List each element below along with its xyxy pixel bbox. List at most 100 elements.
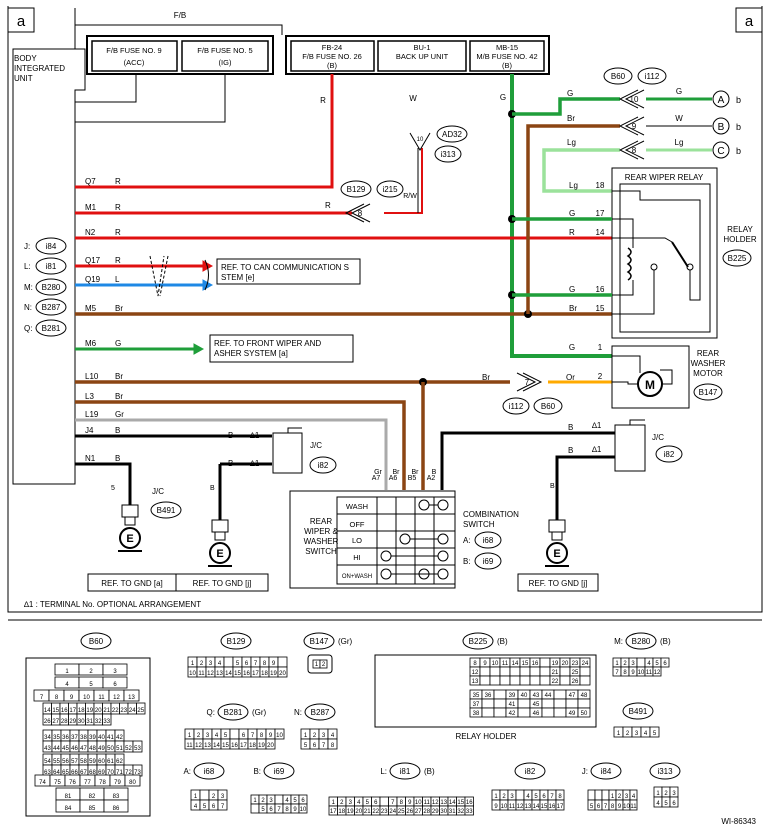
connector-cavity-number: 8 [55, 695, 59, 701]
tag-i313 [434, 145, 462, 163]
connector-cavity-number: 3 [221, 794, 225, 800]
connector-cavity-number: 9 [293, 807, 297, 813]
switch-position-label: LO [352, 536, 362, 545]
terminal-mark: ∆1 [592, 421, 602, 430]
relay-pin-number: 16 [596, 285, 605, 294]
connector-cavity-number: 44 [545, 693, 552, 699]
connector-cavity-number: 41 [509, 702, 516, 708]
fb5-feed [75, 74, 226, 123]
jc-label: J/C [652, 433, 664, 442]
connector-cavity [660, 657, 670, 668]
connector-cavity-number: 18 [261, 671, 268, 677]
corner-label-right: a [745, 13, 754, 30]
connector-cavity [136, 702, 146, 715]
connector-cavity-number: 46 [533, 711, 540, 717]
fuse-box [181, 40, 269, 72]
connector-cavity-number: 19 [258, 743, 265, 749]
connector-cavity [539, 675, 551, 686]
connector-cavity-number: 22 [372, 809, 379, 815]
coupler-8: 8 [344, 203, 371, 223]
tag-ad32-label: AD32 [442, 130, 463, 139]
coupler-inner [344, 203, 365, 223]
connector-cavity-number: 14 [512, 661, 519, 667]
connector-title-B287-prefix: N: [294, 708, 302, 717]
connector-cavity [555, 799, 565, 811]
tag-i112-top-label: i112 [645, 72, 660, 81]
connector-cavity-number: 17 [330, 809, 337, 815]
connector-cavity-number: 1 [191, 661, 195, 667]
connector-cavity-number: 61 [107, 759, 114, 765]
connector-cavity-number: 22 [112, 708, 119, 714]
connector-cavity-number: 25 [398, 809, 405, 815]
connector-cavity [298, 803, 308, 814]
connector-cavity-number: 2 [626, 731, 630, 737]
tag-b147 [693, 383, 723, 401]
connector-cavity-number: 1 [332, 800, 336, 806]
connector-cavity [529, 675, 541, 686]
ground-right-ground-icon [546, 542, 568, 564]
fuse-label: (B) [327, 61, 338, 70]
motor-int [612, 355, 641, 373]
connector-cavity-number: 41 [107, 735, 114, 741]
connector-cavity-number: 5 [261, 807, 265, 813]
pin-number: B [210, 485, 215, 492]
connector-cavity-number: 38 [80, 735, 87, 741]
ground-mid-ground-icon [209, 542, 231, 564]
connector-cavity-number: 5 [366, 800, 370, 806]
wire-color-label: Gr [374, 469, 382, 476]
wire-color-label: W [409, 94, 417, 103]
connector-cavity-number: 9 [631, 670, 635, 676]
ref-gnd-box [87, 573, 269, 592]
wire-color-label: G [569, 343, 575, 352]
connector-cavity [636, 657, 646, 668]
connector-cavity-number: 4 [526, 794, 530, 800]
connector-cavity-number: 50 [107, 746, 114, 752]
connector-cavity-number: 17 [240, 743, 247, 749]
connector-cavity-number: 29 [69, 719, 76, 725]
connector-cavity-number: 75 [54, 780, 61, 786]
connector-cavity [559, 666, 571, 677]
wire-color-label: B [228, 459, 233, 468]
wire-l19-gray [75, 418, 388, 490]
connector-cavity-number: 8 [473, 661, 477, 667]
connector-cavity-number: 60 [98, 759, 105, 765]
connector-title-i81-suffix: (B) [424, 767, 435, 776]
ground-right-pin [551, 531, 563, 541]
connector-cavity-number: 69 [98, 770, 105, 776]
fuse-code: MB-15 [496, 43, 518, 52]
body-unit-name: BODY [14, 54, 37, 63]
body-unit-connector-tag-label: B280 [42, 283, 61, 292]
connector-cavity-number: 1 [253, 798, 257, 804]
wire-color-label: Lg [569, 181, 578, 190]
wire-pin-label: M5 [85, 304, 97, 313]
connector-cavity [479, 666, 491, 677]
connector-title-i84-prefix: J: [582, 767, 588, 776]
connector-cavity-number: 9 [408, 800, 412, 806]
wire-pin-label: L10 [85, 372, 99, 381]
coupler-inner [522, 372, 543, 392]
connector-cavity-number: 24 [129, 708, 136, 714]
tag-i69 [474, 552, 502, 570]
connector-cavity-number: 6 [269, 807, 273, 813]
connector-cavity [274, 728, 285, 740]
connector-cavity-number: 14 [44, 708, 51, 714]
tag-b129-label: B129 [347, 185, 366, 194]
tag-b60-top [603, 67, 633, 85]
switch-pin-label: A2 [427, 475, 436, 482]
connector-cavity [601, 789, 610, 801]
wire-color-label: Br [482, 373, 490, 382]
connector-cavity [103, 799, 129, 813]
relay-int [612, 190, 701, 301]
connector-cavity-number: 8 [285, 807, 289, 813]
coupler-outer [516, 372, 537, 392]
connector-title-B491 [622, 702, 654, 720]
motor-int [612, 381, 638, 385]
coupler-9-right: 9 [618, 116, 645, 136]
figure-id: WI-86343 [721, 817, 756, 826]
fb-header: F/B [174, 11, 186, 20]
switch-position-label: ON+WASH [342, 574, 372, 580]
connector-cavity [541, 698, 555, 709]
switch-contact-icon [418, 499, 430, 511]
